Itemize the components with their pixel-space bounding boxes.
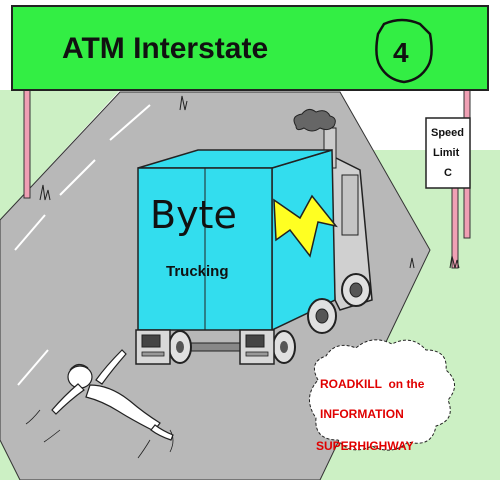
speed-limit-sign [425, 117, 471, 189]
grass-tufts [39, 95, 460, 269]
sign-title: ATM Interstate [62, 32, 268, 65]
roadkill-figure [25, 349, 174, 459]
figure-leg-lower [150, 424, 174, 441]
computer-wheel-left-icon [135, 329, 171, 365]
route-shield-icon [375, 18, 433, 84]
truck: Byte Trucking [135, 108, 373, 365]
route-number: 4 [393, 37, 409, 68]
figure-arm-right [95, 349, 127, 385]
figure-arm-left [51, 383, 85, 415]
computer-wheel-right-icon [239, 329, 275, 365]
speed-sign-line1: Speed [431, 127, 464, 139]
caption-line2: INFORMATION [320, 407, 404, 421]
figure-head [67, 365, 93, 389]
speed-sign-line2: Limit [433, 147, 460, 159]
speed-sign-line3: C [444, 167, 452, 179]
caption-cloud [309, 339, 455, 451]
lane-markings [14, 104, 151, 386]
caption-line1: ROADKILL on the [320, 377, 425, 391]
truck-brand: Byte [150, 193, 237, 237]
lightning-bolt-icon [273, 194, 338, 258]
caption-line3: SUPERHIGHWAY [316, 439, 414, 453]
speed-sign-post [451, 185, 459, 269]
truck-subtitle: Trucking [166, 263, 229, 280]
smoke-icon [293, 108, 336, 132]
sign-post-left [23, 87, 31, 199]
truck-cab-step [341, 174, 359, 236]
